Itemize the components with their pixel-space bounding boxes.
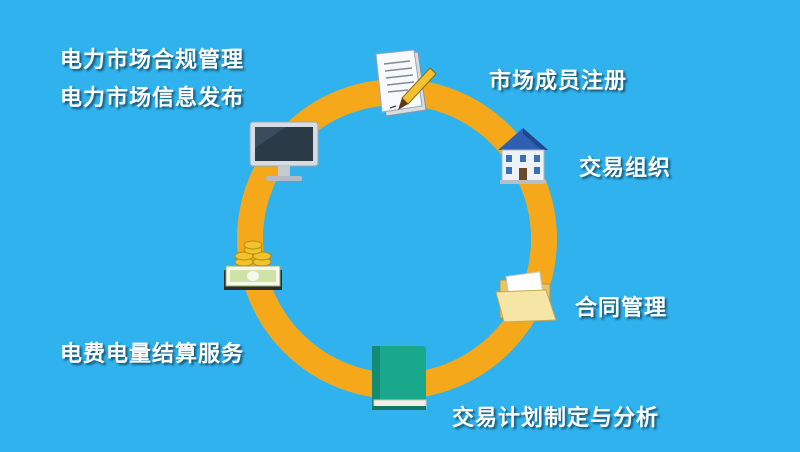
label-trading-org: 交易组织 [579,156,672,181]
book-icon [372,346,427,410]
building-icon [498,128,548,184]
label-contract-mgmt: 合同管理 [575,296,668,321]
money-stack-icon [224,240,282,290]
label-settlement: 电费电量结算服务 [60,342,245,367]
label-registration: 市场成员注册 [489,69,628,94]
label-compliance: 电力市场合规管理 [60,48,245,73]
document-pen-icon [375,49,437,117]
label-planning: 交易计划制定与分析 [452,406,660,431]
label-info-publish: 电力市场信息发布 [60,86,245,111]
folder-icon [495,271,557,323]
monitor-icon [249,121,319,181]
